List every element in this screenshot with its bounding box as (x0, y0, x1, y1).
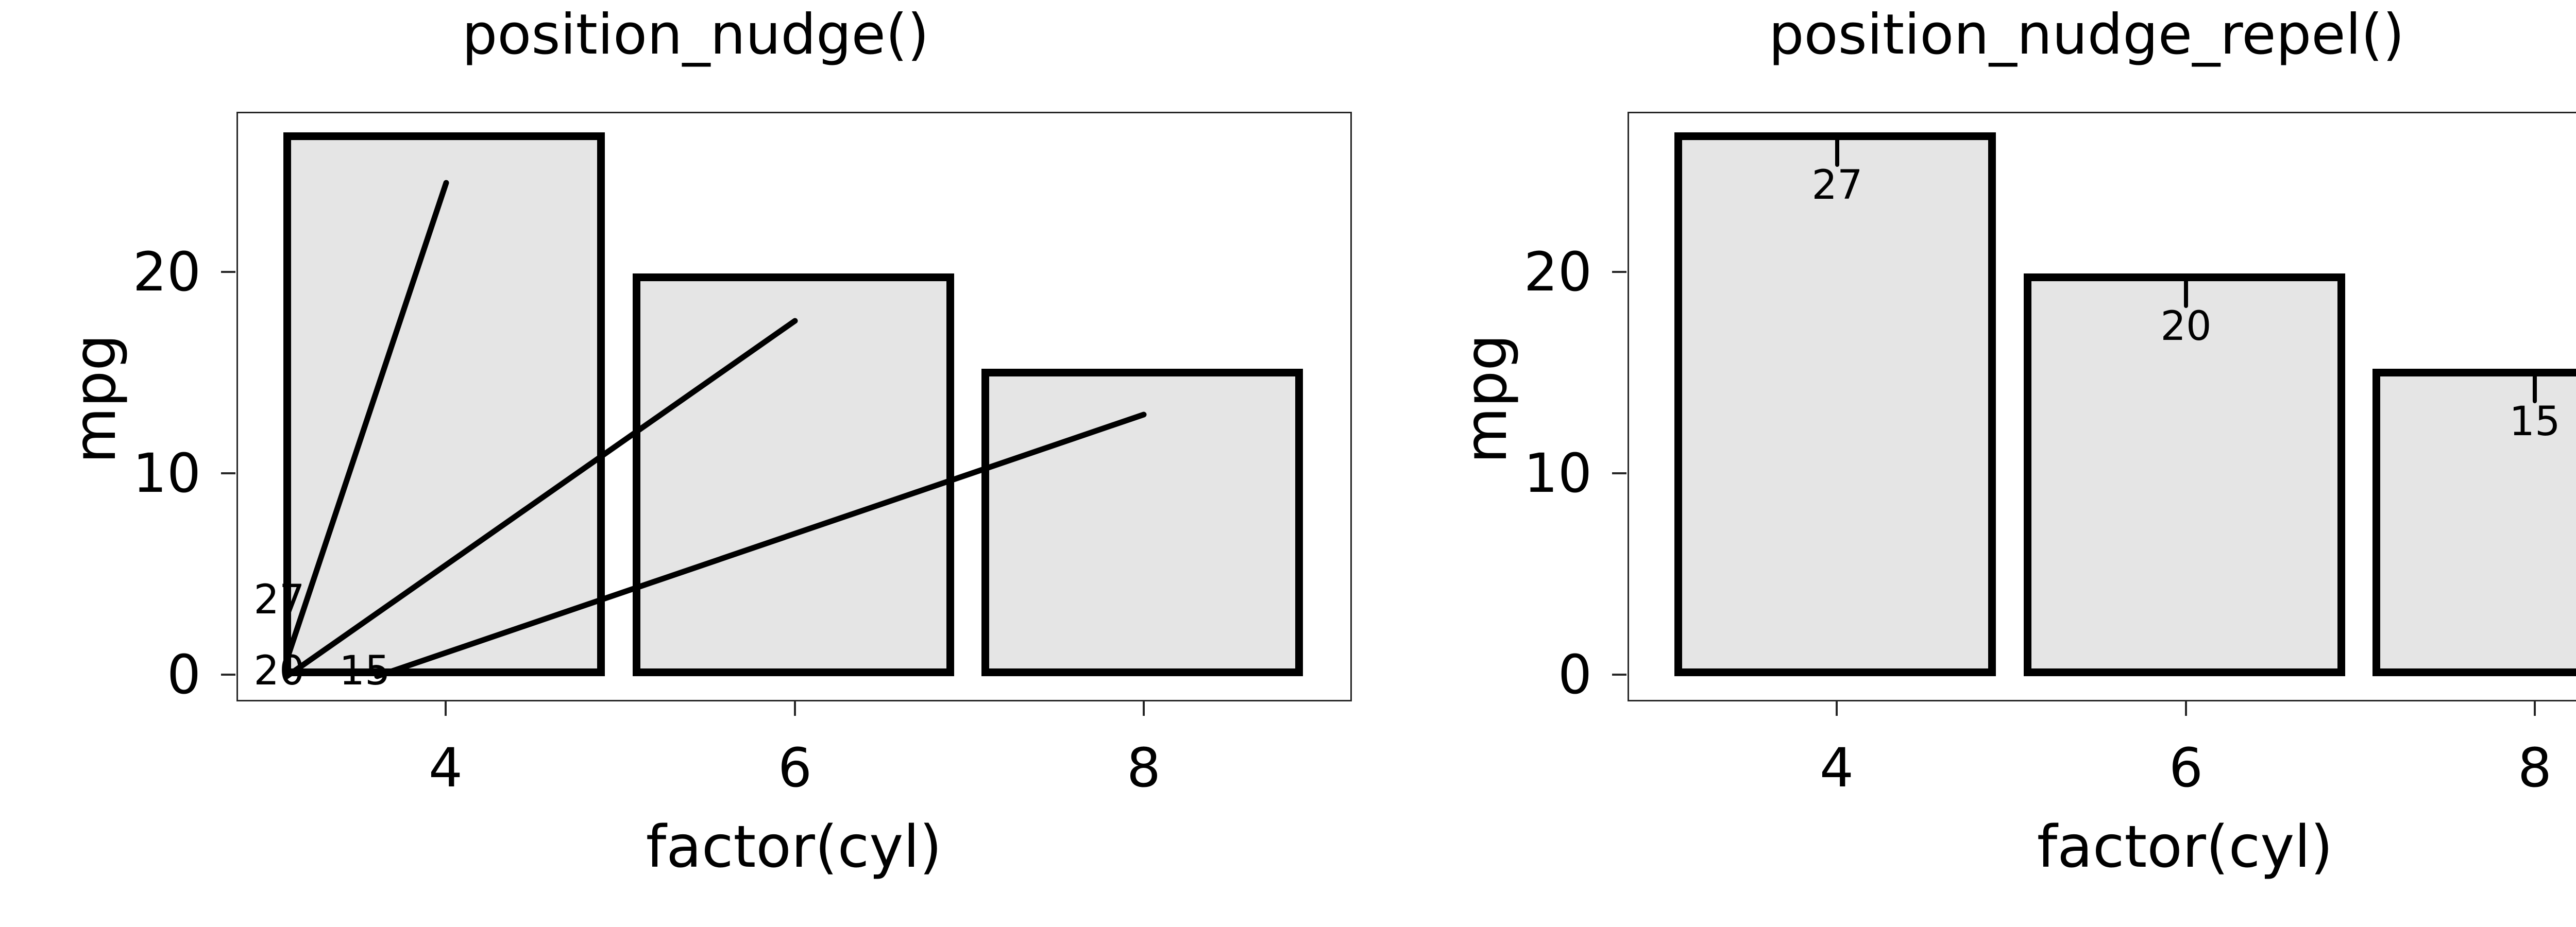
x-tick-label-4-left: 4 (428, 736, 463, 799)
x-tick-label-4-right: 4 (1819, 736, 1854, 799)
x-tick-label-8-right: 8 (2517, 736, 2552, 799)
y-tick-label-0-left: 0 (166, 643, 201, 706)
x-tick-mark-8-right (2534, 701, 2536, 716)
plot-panel-right: 27 20 15 (1628, 112, 2576, 701)
x-tick-mark-8-left (1143, 701, 1145, 716)
x-axis-title-right: factor(cyl) (2037, 814, 2333, 881)
panel-position-nudge-repel: position_nudge_repel() mpg 0 10 20 27 20… (1391, 0, 2576, 927)
y-tick-label-20-right: 20 (1523, 241, 1592, 303)
y-tick-mark-20-left (221, 271, 235, 273)
y-tick-mark-20-right (1612, 271, 1626, 273)
y-tick-mark-10-right (1612, 472, 1626, 474)
x-tick-mark-4-right (1836, 701, 1838, 716)
data-label-15-right: 15 (2509, 399, 2561, 445)
x-axis-title-left: factor(cyl) (646, 814, 942, 881)
y-tick-mark-0-right (1612, 674, 1626, 676)
panel-position-nudge: position_nudge() mpg 0 10 20 27 20 1 (62, 3, 1352, 881)
x-tick-label-8-left: 8 (1126, 736, 1161, 799)
data-label-20-right: 20 (2160, 303, 2212, 350)
x-tick-mark-4-left (445, 701, 447, 716)
panel-title-left: position_nudge() (462, 3, 929, 67)
y-tick-mark-10-left (221, 472, 235, 474)
y-tick-mark-0-left (221, 674, 235, 676)
bar-cyl-8-left[interactable] (981, 369, 1303, 676)
y-tick-label-20-left: 20 (132, 241, 201, 303)
x-tick-label-6-left: 6 (777, 736, 812, 799)
y-tick-label-10-right: 10 (1523, 442, 1592, 505)
bar-cyl-4-right[interactable] (1674, 132, 1996, 676)
bar-cyl-8-right[interactable] (2372, 369, 2576, 676)
y-tick-label-0-right: 0 (1557, 643, 1592, 706)
x-tick-mark-6-right (2185, 701, 2187, 716)
panel-title-right: position_nudge_repel() (1769, 3, 2404, 67)
data-label-27-left: 27 (253, 577, 305, 623)
data-label-15-left: 15 (339, 648, 391, 694)
plot-panel-left: 27 20 15 (236, 112, 1352, 701)
y-tick-label-10-left: 10 (132, 442, 201, 505)
x-tick-label-6-right: 6 (2168, 736, 2204, 799)
data-label-27-right: 27 (1811, 162, 1863, 209)
bar-cyl-4-left[interactable] (283, 132, 605, 676)
x-tick-mark-6-left (794, 701, 796, 716)
bar-cyl-6-left[interactable] (633, 273, 954, 676)
data-label-20-left: 20 (253, 648, 305, 694)
bar-cyl-6-right[interactable] (2024, 273, 2345, 676)
